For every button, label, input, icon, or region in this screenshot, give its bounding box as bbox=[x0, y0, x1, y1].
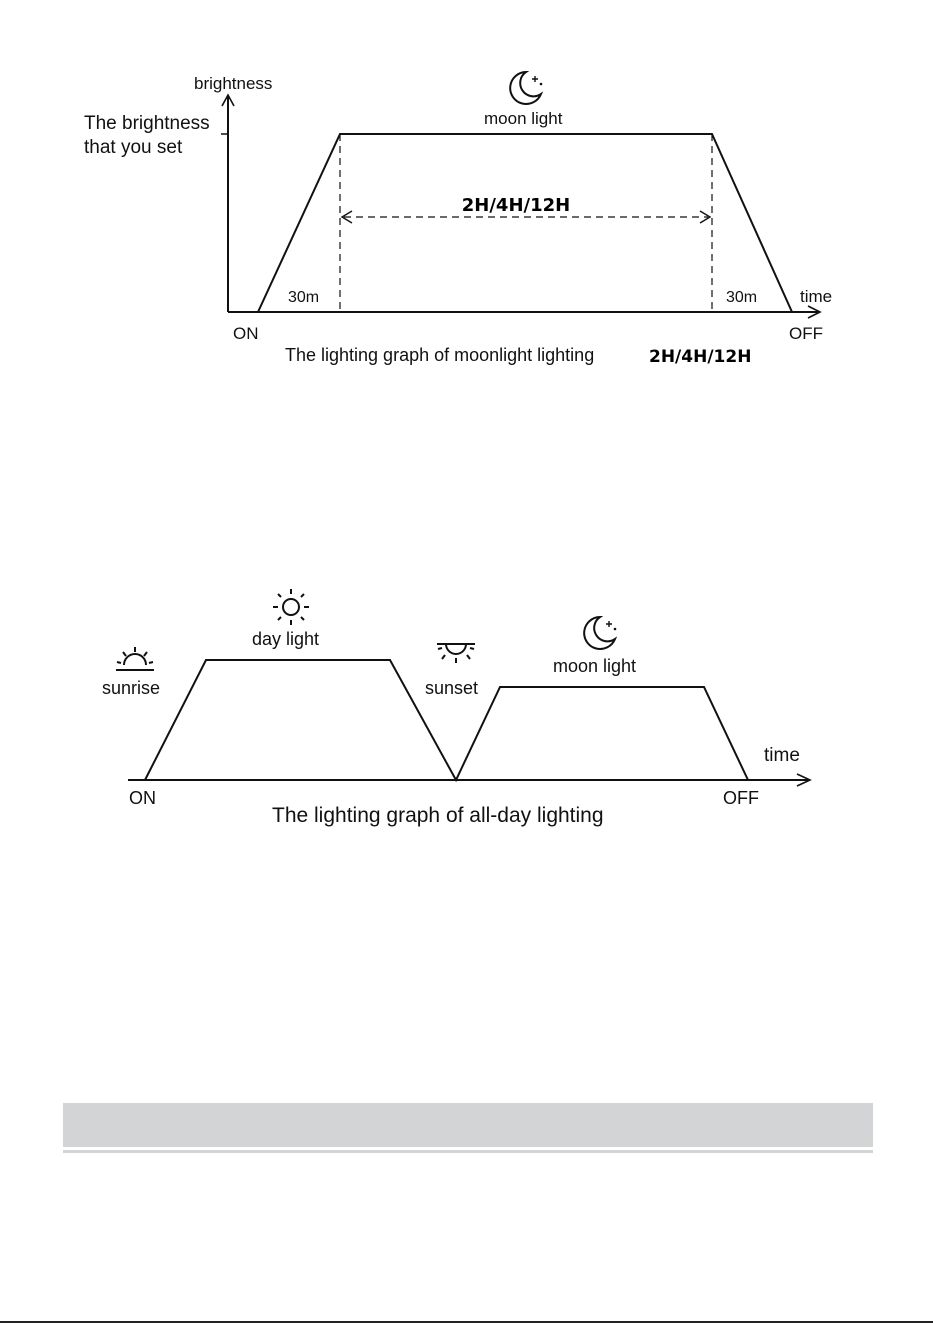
moonlight-graph: brightness The brightness that you set m… bbox=[84, 72, 832, 367]
start-label: ON bbox=[129, 788, 156, 808]
duration-label: 2H/4H/12H bbox=[462, 195, 570, 216]
section-rule bbox=[63, 1150, 873, 1153]
sunrise-icon bbox=[116, 647, 154, 670]
end-label: OFF bbox=[789, 324, 823, 343]
section-header-bar bbox=[63, 1103, 873, 1147]
x-axis-label: time bbox=[800, 287, 832, 306]
start-label: ON bbox=[233, 324, 259, 343]
ramp-down-label: 30m bbox=[726, 289, 757, 306]
moon-icon bbox=[510, 72, 542, 104]
phase-label: moon light bbox=[484, 109, 563, 128]
end-label: OFF bbox=[723, 788, 759, 808]
level-label-line2: that you set bbox=[84, 137, 183, 158]
sun-icon bbox=[273, 589, 309, 625]
caption-text: The lighting graph of moonlight lighting bbox=[285, 345, 594, 365]
ramp-up-label: 30m bbox=[288, 289, 319, 306]
y-axis-label: brightness bbox=[194, 74, 272, 93]
level-label-line1: The brightness bbox=[84, 113, 210, 134]
moonlight-label: moon light bbox=[553, 656, 636, 676]
moon-icon bbox=[584, 617, 616, 649]
sunset-label: sunset bbox=[425, 678, 478, 698]
caption-bold: 2H/4H/12H bbox=[649, 347, 751, 367]
sunset-icon bbox=[437, 644, 475, 663]
caption: The lighting graph of all-day lighting bbox=[272, 804, 604, 827]
daylight-label: day light bbox=[252, 629, 319, 649]
all-day-graph: sunrise day light sunset moon light time… bbox=[102, 589, 810, 827]
x-axis-label: time bbox=[764, 745, 800, 766]
sunrise-label: sunrise bbox=[102, 678, 160, 698]
page-bottom-line bbox=[0, 1321, 933, 1323]
